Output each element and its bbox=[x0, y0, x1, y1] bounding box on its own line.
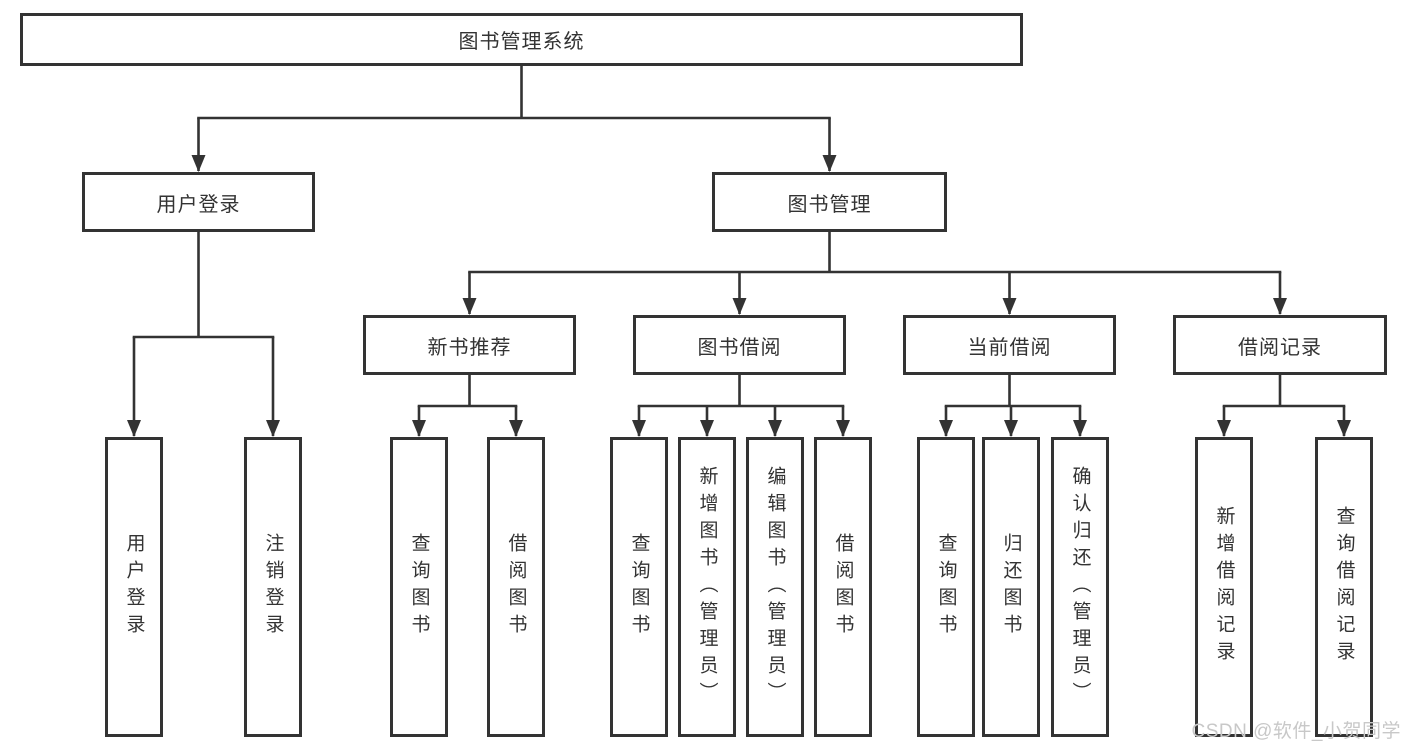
leaf-confirm-return-admin-label: 确认归还（管理员） bbox=[1069, 465, 1091, 709]
leaf-logout-label: 注销登录 bbox=[262, 533, 284, 641]
node-current-borrow: 当前借阅 bbox=[903, 315, 1116, 375]
node-new-book-recommend-label: 新书推荐 bbox=[427, 336, 512, 359]
node-library-management-system: 图书管理系统 bbox=[20, 13, 1023, 66]
leaf-return-books: 归还图书 bbox=[982, 437, 1040, 737]
csdn-watermark: CSDN @软件_小贺同学 bbox=[1191, 721, 1401, 742]
node-book-borrow-label: 图书借阅 bbox=[697, 336, 782, 359]
leaf-borrow-books-label: 借阅图书 bbox=[832, 533, 854, 641]
leaf-borrow-books: 借阅图书 bbox=[814, 437, 872, 737]
leaf-query-books-current-label: 查询图书 bbox=[935, 533, 957, 641]
leaf-query-books-recommend: 查询图书 bbox=[390, 437, 448, 737]
leaf-query-books-borrow: 查询图书 bbox=[610, 437, 668, 737]
leaf-query-books-recommend-label: 查询图书 bbox=[408, 533, 430, 641]
leaf-add-book-admin-label: 新增图书（管理员） bbox=[696, 465, 718, 709]
node-book-borrow: 图书借阅 bbox=[633, 315, 846, 375]
node-library-management-system-label: 图书管理系统 bbox=[458, 31, 585, 53]
leaf-edit-book-admin-label: 编辑图书（管理员） bbox=[764, 465, 786, 709]
leaf-query-borrow-record-label: 查询借阅记录 bbox=[1333, 506, 1355, 668]
node-new-book-recommend: 新书推荐 bbox=[363, 315, 576, 375]
leaf-user-login: 用户登录 bbox=[105, 437, 163, 737]
leaf-confirm-return-admin: 确认归还（管理员） bbox=[1051, 437, 1109, 737]
node-user-login: 用户登录 bbox=[82, 172, 315, 232]
node-user-login-label: 用户登录 bbox=[156, 193, 241, 216]
leaf-add-book-admin: 新增图书（管理员） bbox=[678, 437, 736, 737]
leaf-borrow-books-recommend-label: 借阅图书 bbox=[505, 533, 527, 641]
node-borrow-records-label: 借阅记录 bbox=[1238, 336, 1322, 359]
node-borrow-records: 借阅记录 bbox=[1173, 315, 1387, 375]
node-current-borrow-label: 当前借阅 bbox=[967, 336, 1052, 359]
node-book-management-label: 图书管理 bbox=[787, 193, 872, 216]
leaf-query-books-borrow-label: 查询图书 bbox=[628, 533, 650, 641]
node-book-management: 图书管理 bbox=[712, 172, 947, 232]
leaf-edit-book-admin: 编辑图书（管理员） bbox=[746, 437, 804, 737]
leaf-add-borrow-record-label: 新增借阅记录 bbox=[1213, 506, 1235, 668]
leaf-query-books-current: 查询图书 bbox=[917, 437, 975, 737]
leaf-query-borrow-record: 查询借阅记录 bbox=[1315, 437, 1373, 737]
leaf-borrow-books-recommend: 借阅图书 bbox=[487, 437, 545, 737]
leaf-return-books-label: 归还图书 bbox=[1000, 533, 1022, 641]
leaf-user-login-label: 用户登录 bbox=[123, 533, 145, 641]
leaf-logout: 注销登录 bbox=[244, 437, 302, 737]
leaf-add-borrow-record: 新增借阅记录 bbox=[1195, 437, 1253, 737]
